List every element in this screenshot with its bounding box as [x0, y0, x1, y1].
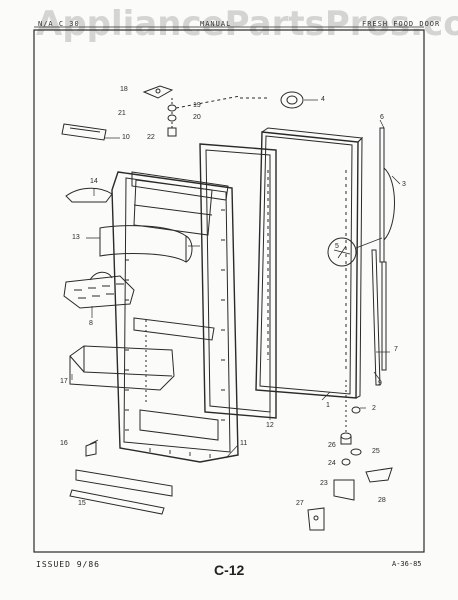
callout-22: 22 — [147, 134, 155, 141]
callout-18: 18 — [120, 86, 128, 93]
header-model: N/A C 30 — [38, 20, 80, 28]
callout-14: 14 — [90, 178, 98, 185]
callout-16: 16 — [60, 440, 68, 447]
callout-6: 6 — [380, 114, 384, 121]
callout-24: 24 — [328, 460, 336, 467]
part-15-trim — [75, 469, 173, 497]
callout-8: 8 — [89, 320, 93, 327]
callout-9: 9 — [378, 380, 382, 387]
callout-1: 1 — [326, 402, 330, 409]
part-4-cap — [240, 91, 304, 109]
detail-circle — [327, 237, 357, 267]
callout-3: 3 — [402, 181, 406, 188]
callout-26: 26 — [328, 442, 336, 449]
callout-10: 10 — [122, 134, 130, 141]
part-15-strip — [69, 489, 165, 515]
callout-27: 27 — [296, 500, 304, 507]
callout-11: 11 — [240, 440, 248, 447]
reference-code: A-36-85 — [392, 560, 422, 568]
outer-door-panel — [255, 127, 364, 399]
watermark-text: AppliancePartsPros.com — [36, 4, 458, 44]
callout-13: 13 — [72, 234, 80, 241]
callout-19: 19 — [193, 102, 201, 109]
part-8-egg-tray — [63, 271, 135, 309]
callout-23: 23 — [320, 480, 328, 487]
page-number: C-12 — [214, 562, 245, 578]
callout-12: 12 — [266, 422, 274, 429]
callout-2: 2 — [372, 405, 376, 412]
top-hinge-parts — [142, 85, 241, 137]
callout-21: 21 — [118, 110, 126, 117]
bottom-hinge-parts — [307, 380, 393, 531]
part-17-door-bin — [69, 345, 175, 391]
door-liner — [111, 171, 239, 463]
header-section: MANUAL — [200, 20, 232, 28]
callout-25: 25 — [372, 448, 380, 455]
trim-strip — [371, 249, 381, 386]
callout-28: 28 — [378, 497, 386, 504]
issued-date: ISSUED 9/86 — [36, 560, 100, 569]
part-10-bracket — [61, 123, 107, 141]
part-14-shield — [65, 187, 113, 203]
callout-17: 17 — [60, 378, 68, 385]
callout-20: 20 — [193, 114, 201, 121]
callout-4: 4 — [321, 96, 325, 103]
callout-7: 7 — [394, 346, 398, 353]
part-16-clip — [85, 441, 97, 457]
door-handle — [379, 127, 395, 371]
callout-5: 5 — [335, 243, 339, 250]
callout-15: 15 — [78, 500, 86, 507]
diagram-frame — [33, 29, 425, 553]
header-title: FRESH FOOD DOOR — [362, 20, 441, 28]
